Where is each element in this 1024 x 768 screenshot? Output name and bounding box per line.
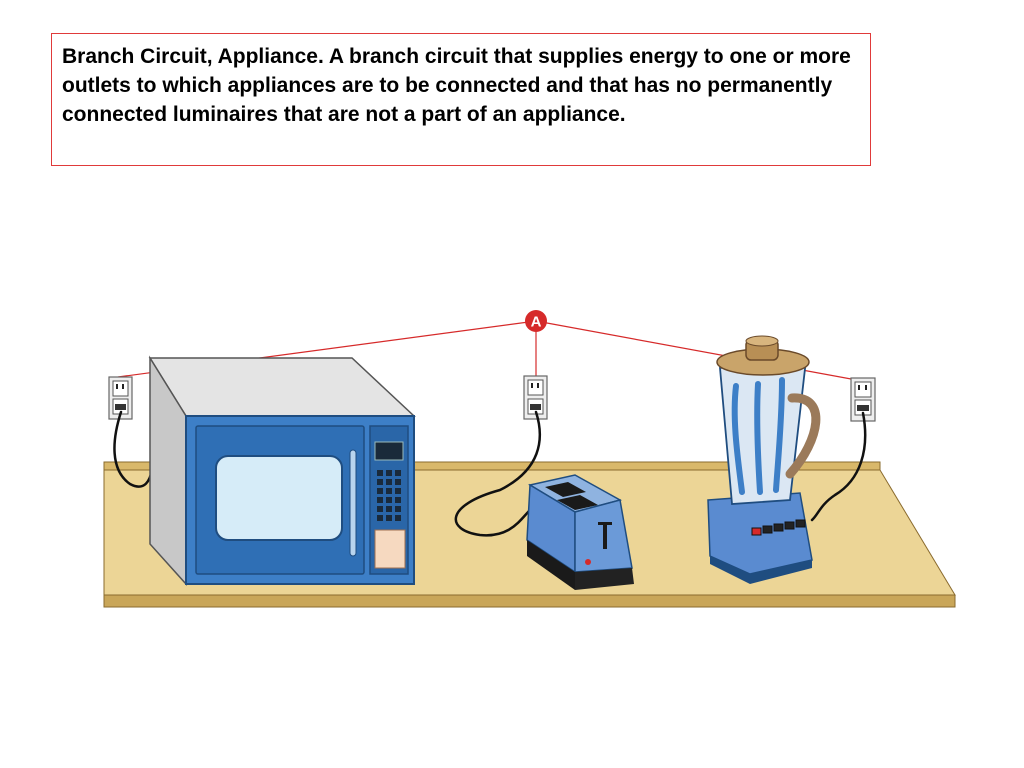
definition-text: Branch Circuit, Appliance. A branch circ… [62,45,851,126]
microwave-window [215,455,343,541]
blender [707,335,821,584]
toaster-light [585,559,591,565]
counter-edge [103,594,956,608]
blender-buttons [751,519,806,536]
toaster-cord [454,410,542,537]
microwave-handle [349,449,357,557]
microwave-keypad [377,470,401,521]
callout-badge: A [525,310,547,332]
toaster [526,474,634,590]
microwave-display [374,441,404,461]
microwave-oven [148,355,416,586]
blender-cord [810,411,867,522]
toaster-base-front [575,568,634,590]
power-cords [113,410,867,537]
blender-jar-rib [731,383,745,495]
callout-circle [525,310,547,332]
microwave-speaker-grille [374,529,406,569]
blender-handle [785,393,821,479]
microwave-top [148,357,416,417]
definition-box: Branch Circuit, Appliance. A branch circ… [51,33,871,166]
toaster-slot-1 [545,482,586,497]
outlet-center [523,375,548,420]
blender-base-bottom [710,556,812,584]
toaster-base-side [527,540,575,590]
microwave-cord [113,410,154,488]
toaster-slot-2 [557,495,598,510]
callout-letter: A [531,314,542,331]
callout-line-right [535,320,863,382]
outlet-left [108,376,133,420]
